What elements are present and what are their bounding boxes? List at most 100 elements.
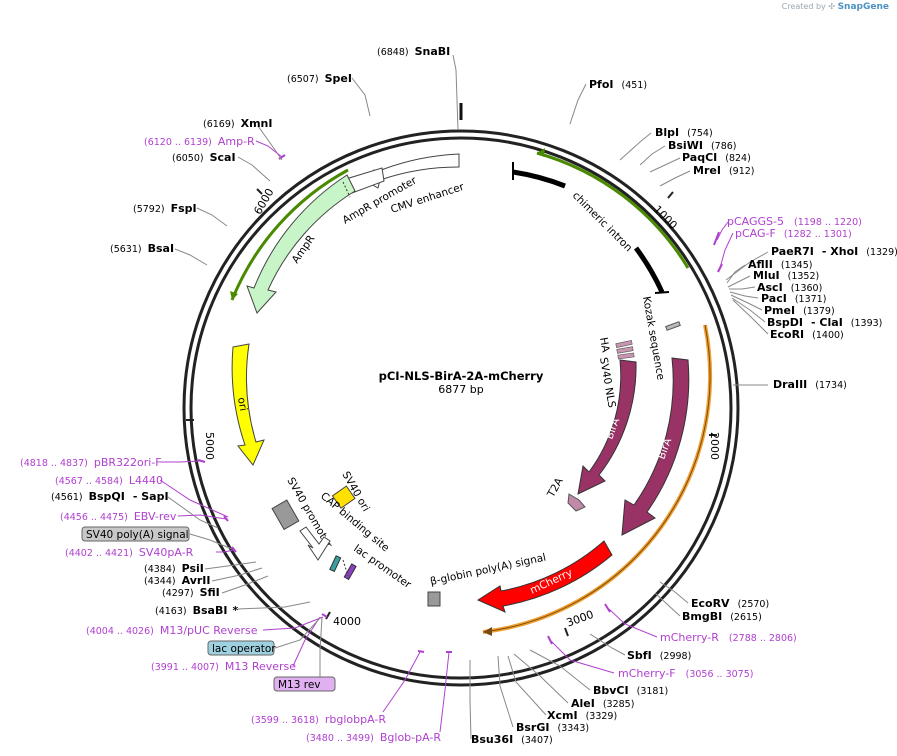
backbone-outer <box>182 129 740 687</box>
leader-psii <box>204 561 257 570</box>
leader-xcmi <box>507 655 547 716</box>
primer-leader-pcaggs <box>716 221 729 241</box>
primer-leader-rbglob <box>382 651 421 713</box>
primer-leader-pbr322 <box>160 460 202 463</box>
primer-name-sv40pa: SV40pA-R <box>139 546 194 559</box>
site-pos-bsiwi: (786) <box>711 141 737 152</box>
site-pos-draiii: (1734) <box>815 380 847 391</box>
svg-text:(3991 .. 4007)M13 Reverse: (3991 .. 4007)M13 Reverse <box>151 660 296 673</box>
site-name2-bspdi: - ClaI <box>811 316 843 329</box>
leader-bsu36i <box>469 660 472 740</box>
ha-tag-1 <box>615 340 633 348</box>
chimeric-intron-arc-a <box>512 169 566 189</box>
chimeric-intron-lane <box>536 151 690 269</box>
site-pos-psii: (4384) <box>144 564 176 575</box>
sv40-promoter-box <box>271 499 300 531</box>
ampr-lane <box>230 168 349 301</box>
site-name2-paer7i: - XhoI <box>822 245 858 258</box>
site-pos-pfoi: (451) <box>622 80 648 91</box>
svg-text:(5631)BsaI: (5631)BsaI <box>110 242 174 255</box>
site-name-bspqi: BspQI <box>89 490 125 503</box>
primer-range-pcaggs: (1198 .. 1220) <box>794 217 862 228</box>
svg-text:MreI(912): MreI(912) <box>693 164 754 177</box>
leader-bsai <box>174 248 208 266</box>
primer-leader-sv40pa <box>216 549 235 553</box>
lane-arrow <box>537 148 545 157</box>
svg-text:PmeI(1379): PmeI(1379) <box>764 304 835 317</box>
site-name-fspi: FspI <box>171 202 197 215</box>
tick-6000 <box>256 188 263 195</box>
bglobin-label: β-globin poly(A) signal <box>429 552 547 588</box>
leader-bspqi <box>167 496 219 529</box>
site-name-asci: AscI <box>757 281 783 294</box>
t2a-shape <box>567 493 586 512</box>
site-name-pfoi: PfoI <box>589 78 614 91</box>
primer-name-mcherryf: mCherry-F <box>618 667 676 680</box>
leader-mrei <box>659 170 691 187</box>
m13-rev-box <box>343 563 357 581</box>
primer-range-m13puc: (4004 .. 4026) <box>86 626 154 637</box>
snapgene-logo-icon: ✣ <box>828 2 836 11</box>
svg-text:(4297)SfiI: (4297)SfiI <box>162 586 220 599</box>
leader-spei <box>351 77 371 117</box>
site-name-xcmi: XcmI <box>547 709 578 722</box>
site-pos-asci: (1360) <box>791 283 823 294</box>
primer-leader-mcherryf <box>550 640 615 674</box>
primer-name-l4440: L4440 <box>129 474 163 487</box>
site-pos-scai: (6050) <box>172 153 204 164</box>
svg-text:(4344)AvrII: (4344)AvrII <box>144 574 211 587</box>
leader-sv40polya <box>189 533 233 550</box>
site-name-mlui: MluI <box>753 269 780 282</box>
site-pos-sfii: (4297) <box>162 588 194 599</box>
chimeric-intron-arc-b <box>633 246 665 294</box>
primer-mark-sv40pa <box>231 546 237 553</box>
leader-alei <box>513 653 569 704</box>
svg-text:BsiWI(786): BsiWI(786) <box>668 139 736 152</box>
bira-inner-arrow <box>577 359 637 495</box>
bglobin-box <box>427 591 441 607</box>
svg-text:(4163)BsaBI*: (4163)BsaBI* <box>155 604 238 617</box>
leader-bsabi <box>237 601 311 610</box>
svg-text:mCherry-R(2788 .. 2806): mCherry-R(2788 .. 2806) <box>660 631 797 644</box>
primer-labels: (6120 .. 6139)Amp-R pCAGGS-5(1198 .. 122… <box>20 135 862 744</box>
primer-mark-mcherryr <box>604 603 611 613</box>
leader-bspdi <box>731 297 766 323</box>
site-name-ecori: EcoRI <box>770 328 804 341</box>
primer-name-mcherryr: mCherry-R <box>660 631 719 644</box>
primer-leader-l4440 <box>159 479 229 518</box>
site-pos-ecori: (1400) <box>812 330 844 341</box>
site-pos-xmni: (6169) <box>203 119 235 130</box>
primer-mark-rbglob <box>417 650 425 653</box>
site-name-mrei: MreI <box>693 164 721 177</box>
leader-fspi <box>196 207 228 227</box>
site-pos-snabi: (6848) <box>377 47 409 58</box>
site-leaders <box>167 54 769 740</box>
site-pos-paci: (1371) <box>795 294 827 305</box>
primer-name-rbglob: rbglobpA-R <box>325 713 386 726</box>
leader-blpi <box>619 132 652 161</box>
svg-text:(6507)SpeI: (6507)SpeI <box>287 72 352 85</box>
ha-tag-2 <box>616 346 634 354</box>
primer-range-bglob: (3480 .. 3499) <box>306 733 374 744</box>
snapgene-credit: Created by ✣ SnapGene <box>782 2 889 12</box>
mcherry-arrow <box>476 540 613 613</box>
tick-label-1000: 1000 <box>651 203 680 232</box>
svg-text:(4384)PsiI: (4384)PsiI <box>144 562 204 575</box>
svg-text:SbfI(2998): SbfI(2998) <box>627 649 691 662</box>
site-pos-bspdi: (1393) <box>851 318 883 329</box>
box-leaders <box>189 533 323 680</box>
primer-leader-pcagf <box>719 232 734 269</box>
site-name2-bspqi: - SapI <box>133 490 169 503</box>
orange-lane-core <box>482 324 711 633</box>
leader-ecorv <box>659 581 689 604</box>
leader-bmgbi <box>654 592 681 617</box>
svg-text:(4456 .. 4475)EBV-rev: (4456 .. 4475)EBV-rev <box>60 510 177 523</box>
svg-text:BsrGI(3343): BsrGI(3343) <box>516 721 589 734</box>
site-pos-xcmi: (3329) <box>586 711 618 722</box>
sv40-nls-label: SV40 NLS <box>597 356 618 409</box>
tick-1000 <box>667 191 674 199</box>
site-name2-bsabi: * <box>232 604 238 617</box>
orange-lane-arrow <box>483 627 492 636</box>
primer-leaders <box>159 140 734 733</box>
